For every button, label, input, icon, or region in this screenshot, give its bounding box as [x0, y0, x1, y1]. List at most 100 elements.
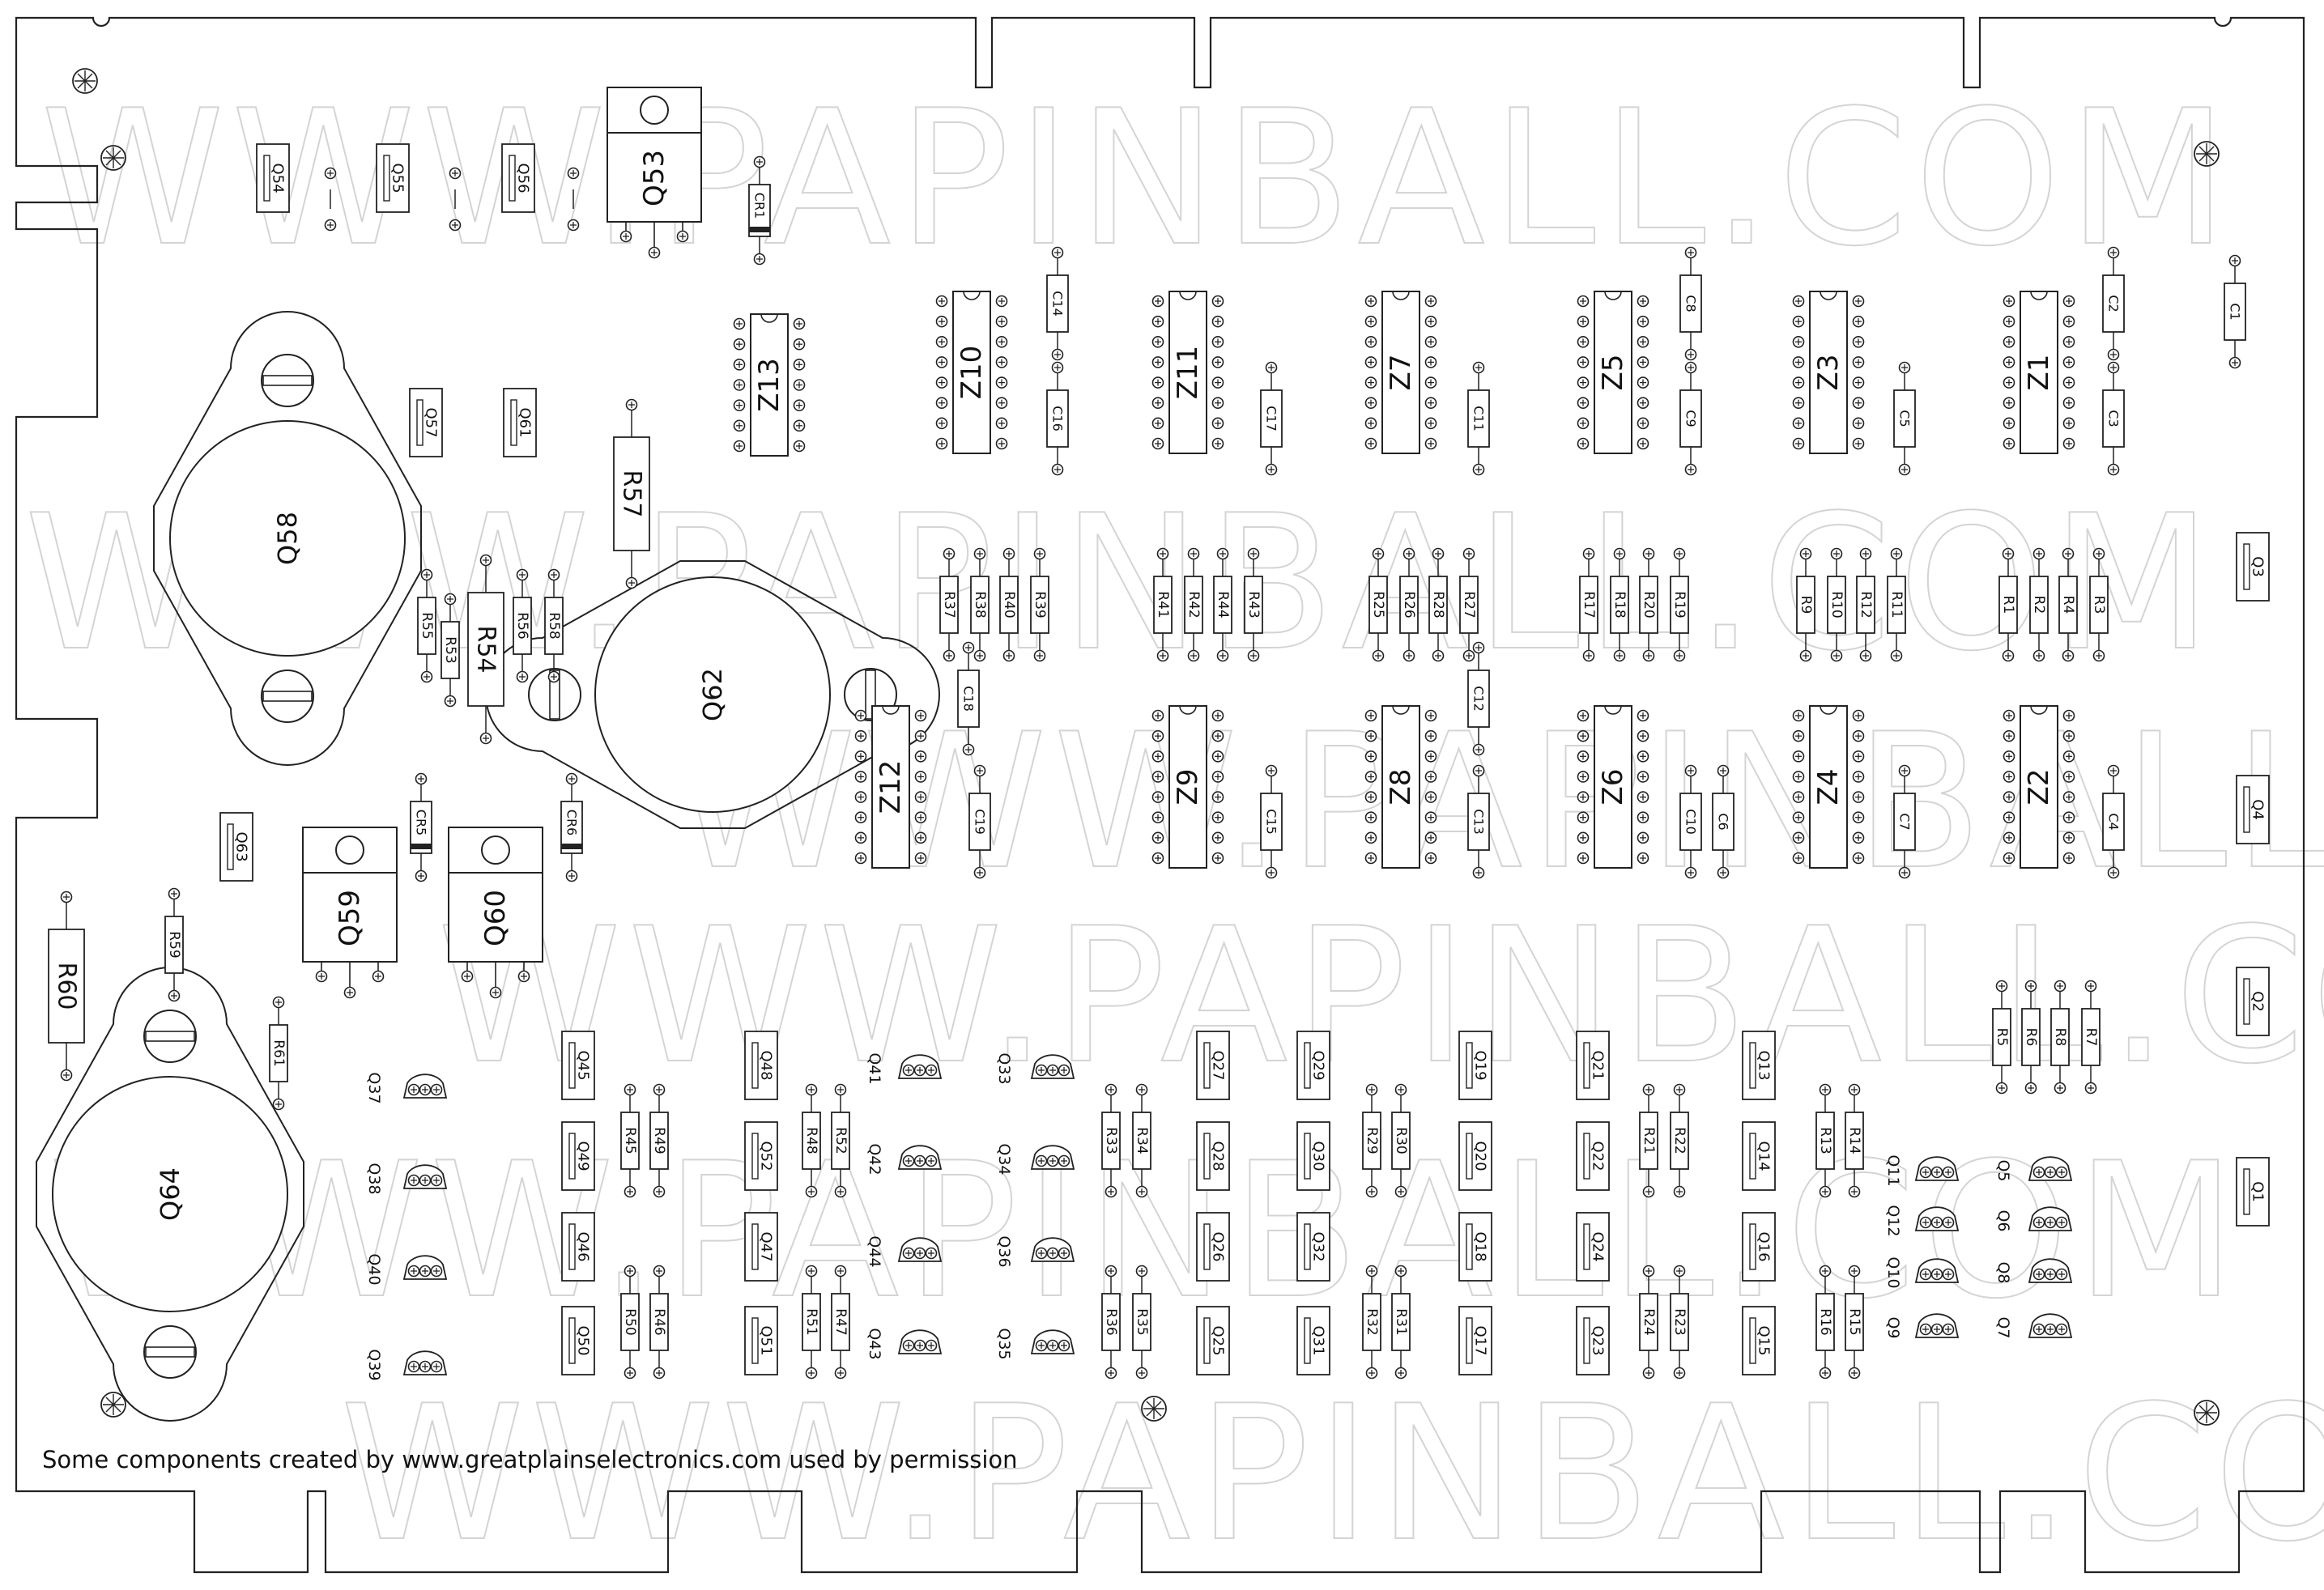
to92-label: Q35 [995, 1328, 1013, 1359]
solder-pad [1637, 335, 1649, 348]
resistor-r18: R18 [1610, 547, 1629, 662]
transistor-q28: Q28 [1196, 1121, 1230, 1191]
diode-label: CR6 [564, 810, 580, 835]
to92-q38: Q38 [365, 1163, 448, 1195]
solder-pad [1035, 1339, 1048, 1352]
transistor-body [1458, 1031, 1492, 1100]
solder-pad [517, 970, 530, 983]
capacitor-label: C8 [1683, 295, 1699, 312]
solder-pad [1211, 295, 1224, 308]
solder-pad [925, 1064, 938, 1077]
resistor-label: R1 [2000, 596, 2016, 614]
solder-pad [1364, 376, 1377, 389]
resistor-body [1368, 576, 1388, 634]
solder-pad [1364, 397, 1377, 410]
solder-pad [444, 695, 457, 708]
solder-pad [1211, 437, 1224, 450]
to92-q37: Q37 [365, 1072, 448, 1104]
solder-pad [1673, 1265, 1686, 1278]
resistor-body [1244, 576, 1263, 634]
ic-notch [2030, 705, 2048, 715]
solder-pad [1051, 463, 1064, 476]
solder-pad [1792, 811, 1805, 824]
capacitor-c8: C8 [1679, 246, 1702, 361]
resistor-body [1670, 576, 1689, 634]
solder-pad [1211, 729, 1224, 742]
resistor-r61: R61 [269, 996, 288, 1111]
capacitor-body [2102, 793, 2125, 851]
ic-notch [1820, 705, 1837, 715]
solder-pad [1058, 1154, 1070, 1167]
to92-label: Q39 [365, 1349, 383, 1380]
capacitor-label: C10 [1683, 809, 1699, 835]
resistor-label: R51 [803, 1308, 819, 1335]
to92-label: Q11 [1884, 1154, 1902, 1186]
transistor-q50: Q50 [561, 1306, 595, 1375]
resistor-label: R22 [1671, 1127, 1688, 1154]
capacitor-c4: C4 [2102, 764, 2125, 879]
solder-pad [2107, 764, 2120, 777]
resistor-body [649, 1112, 669, 1170]
solder-pad [419, 1265, 432, 1278]
solder-pad [1642, 1265, 1655, 1278]
solder-pad [1265, 764, 1278, 777]
transistor-body [1576, 1121, 1610, 1191]
capacitor-body [1467, 670, 1490, 728]
resistor-label: R30 [1393, 1127, 1409, 1154]
capacitor-body [957, 670, 980, 728]
solder-pad [1577, 295, 1590, 308]
solder-pad [624, 1265, 636, 1278]
solder-pad [1002, 649, 1015, 662]
transistor-q25: Q25 [1196, 1306, 1230, 1375]
resistor-label: R13 [1817, 1127, 1833, 1154]
solder-pad [1472, 764, 1485, 777]
resistor-body [1827, 576, 1846, 634]
solder-pad [1637, 811, 1649, 824]
solder-pad [1637, 831, 1649, 844]
solder-pad [1424, 791, 1437, 803]
watermark-text: WWW.PAPINBALL.COM [40, 71, 2234, 287]
solder-pad [2055, 1216, 2068, 1229]
solder-pad [935, 356, 948, 368]
solder-pad [1673, 1367, 1686, 1380]
solder-pad [2062, 649, 2075, 662]
transistor-body [1296, 1306, 1330, 1375]
watermark-text: WWW.PAPINBALL.COM [340, 1367, 2324, 1583]
transistor-body [1196, 1212, 1230, 1282]
resistor-body [2081, 1008, 2101, 1066]
resistor-label: R18 [1611, 591, 1628, 618]
solder-pad [854, 811, 867, 824]
solder-pad [1051, 348, 1064, 361]
solder-pad [619, 230, 632, 243]
transistor-body [503, 388, 537, 457]
solder-pad [1930, 1166, 1943, 1179]
transistor-q29: Q29 [1296, 1031, 1330, 1100]
transistor-q23: Q23 [1576, 1306, 1610, 1375]
resistor-body [1391, 1112, 1411, 1170]
solder-pad [2032, 1323, 2045, 1336]
solder-pad [1472, 743, 1485, 756]
resistor-r41: R41 [1153, 547, 1173, 662]
transistor-q19: Q19 [1458, 1031, 1492, 1100]
transistor-tab [1749, 1042, 1756, 1089]
transistor-tab [1304, 1223, 1311, 1270]
solder-pad [1211, 771, 1224, 783]
solder-pad [1852, 335, 1865, 348]
transistor-body [2236, 1157, 2270, 1227]
transistor-body [1196, 1306, 1230, 1375]
solder-pad [1637, 852, 1649, 865]
capacitor-c19: C19 [968, 764, 991, 879]
solder-pad [1265, 463, 1278, 476]
transistor-body [1742, 1212, 1776, 1282]
ic-notch [1820, 291, 1837, 300]
solder-pad [1852, 709, 1865, 722]
solder-pad [1792, 437, 1805, 450]
resistor-body [1639, 1293, 1658, 1351]
solder-pad [419, 1174, 432, 1187]
solder-pad [1151, 771, 1164, 783]
solder-pad [407, 1174, 420, 1187]
solder-pad [1898, 361, 1911, 374]
solder-pad [1394, 1185, 1407, 1198]
solder-pad [943, 649, 956, 662]
solder-pad [1930, 1323, 1943, 1336]
